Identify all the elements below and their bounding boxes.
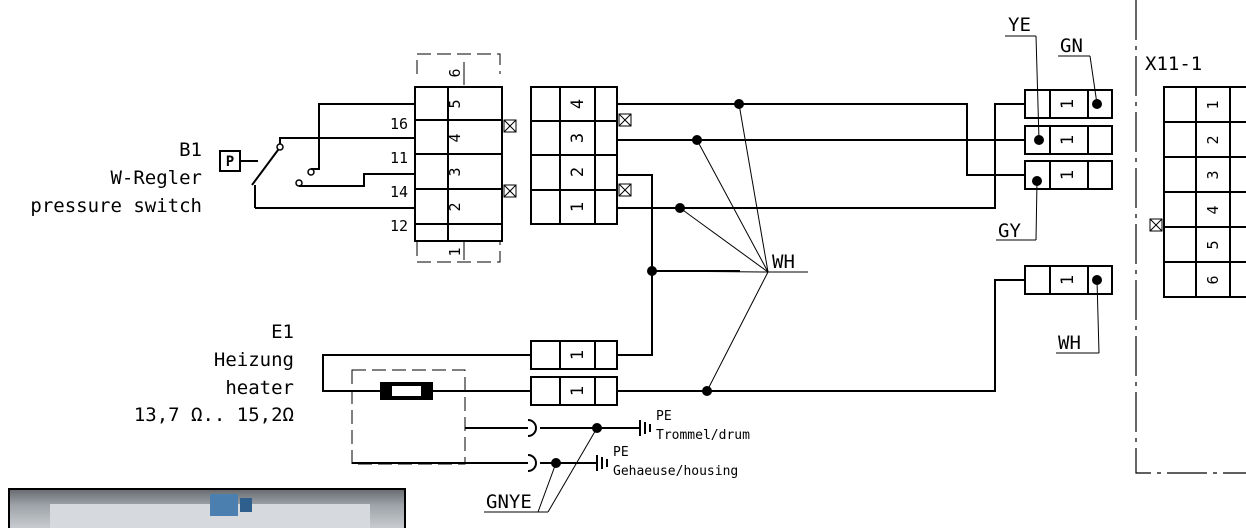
pressure-sensor-symbol: P [219, 150, 258, 172]
housing-label: Gehaeuse/housing [613, 464, 738, 479]
x11-ref: X11-1 [1145, 53, 1202, 75]
pin-label: 6 [1204, 275, 1222, 284]
heater-plug [530, 340, 618, 406]
terminal-marker [503, 119, 517, 198]
b1-name-en: pressure switch [30, 195, 202, 217]
pe-label: PE [613, 445, 629, 460]
pin-label: 3 [568, 133, 588, 143]
pin-label: 4 [446, 133, 464, 142]
wire-color-label: YE [1008, 14, 1031, 36]
drum-label: Trommel/drum [656, 428, 750, 443]
pin-label: 1 [1058, 275, 1078, 285]
pin-label: 1 [568, 386, 588, 396]
pin-label: 4 [1204, 205, 1222, 214]
pin-label: 6 [446, 68, 464, 77]
pin-label: 5 [446, 99, 464, 108]
b1-ref: B1 [179, 139, 202, 161]
e1-ref: E1 [271, 321, 294, 343]
wire-color-label: WH [772, 251, 795, 273]
ground-wires [352, 419, 651, 513]
wire-number: 12 [390, 217, 408, 235]
pin-label: 3 [446, 167, 464, 176]
pin-label: 3 [1204, 170, 1222, 179]
pin-label: 5 [1204, 240, 1222, 249]
connector-block-b [530, 86, 618, 225]
module-boundary [1135, 0, 1246, 474]
svg-text:P: P [226, 154, 234, 170]
wire-number: 14 [390, 183, 408, 201]
color-leaders [996, 35, 1100, 354]
e1-name-de: Heizung [214, 349, 294, 371]
pe-label: PE [656, 409, 672, 424]
wire-color-label: WH [1058, 332, 1081, 354]
component-photo [8, 488, 406, 528]
pin-label: 1 [1058, 135, 1078, 145]
switch-wiring [255, 103, 415, 209]
x11-connector [1149, 86, 1246, 298]
pin-label: 1 [568, 202, 588, 212]
terminal-marker [618, 113, 632, 197]
pin-label: 4 [568, 99, 588, 109]
pin-label: 1 [1058, 99, 1078, 109]
wire-number: 16 [390, 115, 408, 133]
wh-leader-lines [651, 103, 808, 392]
pin-label: 1 [1058, 170, 1078, 180]
connector-block-a [414, 53, 503, 263]
wire-color-label: GNYE [486, 491, 532, 513]
pin-label: 2 [1204, 135, 1222, 144]
heater-element [322, 354, 531, 465]
pin-label: 1 [568, 350, 588, 360]
main-wires [617, 103, 1025, 392]
e1-resistance: 13,7 Ω.. 15,2Ω [134, 404, 294, 426]
switch-contacts [251, 143, 315, 208]
pin-label: 2 [568, 167, 588, 177]
pin-label: 1 [1204, 100, 1222, 109]
wire-number: 11 [390, 149, 408, 167]
wire-color-label: GY [998, 220, 1021, 242]
wire-color-label: GN [1060, 35, 1083, 57]
pin-label: 2 [446, 202, 464, 211]
pin-label: 1 [446, 247, 464, 256]
b1-name-de: W-Regler [110, 167, 202, 189]
e1-name-en: heater [225, 377, 294, 399]
